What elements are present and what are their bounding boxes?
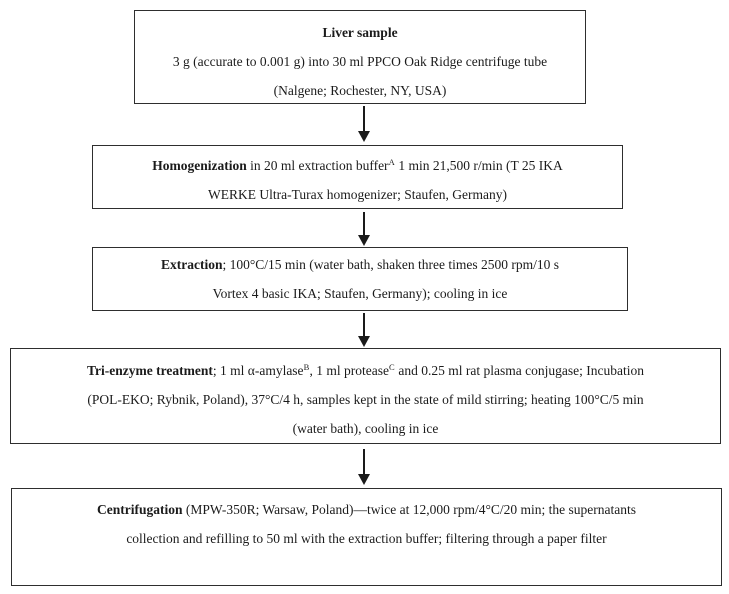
footnote-superscript: B [303,362,310,372]
step-detail-line: Vortex 4 basic IKA; Staufen, Germany); c… [93,279,627,308]
step-detail: ; 100°C/15 min (water bath, shaken three… [222,257,559,272]
step-detail: in 20 ml extraction buffer [246,158,389,173]
step-detail: collection and refilling to 50 ml with t… [126,531,607,546]
step-title: Tri-enzyme treatment [87,363,213,378]
step-detail-line: (POL-EKO; Rybnik, Poland), 37°C/4 h, sam… [11,385,720,414]
arrow-shaft [363,106,365,131]
step-detail: WERKE Ultra-Turax homogenizer; Staufen, … [207,187,508,202]
step-title: Extraction [161,257,223,272]
step-detail: (MPW-350R; Warsaw, Poland)—twice at 12,0… [182,502,636,517]
footnote-superscript: C [389,362,396,372]
step-detail-line: (water bath), cooling in ice [11,414,720,443]
down-arrow-connector [357,106,371,142]
arrow-head-icon [358,235,370,246]
step-detail: (water bath), cooling in ice [292,421,439,436]
flow-step-homogenization: Homogenization in 20 ml extraction buffe… [92,145,623,209]
step-detail-line: (Nalgene; Rochester, NY, USA) [135,76,585,105]
arrow-head-icon [358,131,370,142]
flow-step-liver-sample: Liver sample 3 g (accurate to 0.001 g) i… [134,10,586,104]
down-arrow-connector [357,449,371,485]
down-arrow-connector [357,313,371,347]
down-arrow-connector [357,212,371,246]
step-title: Homogenization [152,158,247,173]
arrow-shaft [363,212,365,235]
step-detail: Vortex 4 basic IKA; Staufen, Germany); c… [212,286,508,301]
step-title: Centrifugation [96,502,183,517]
step-title: Liver sample [322,25,398,40]
footnote-superscript: A [388,157,396,167]
step-title-line: Liver sample [135,18,585,47]
step-title-line: Extraction; 100°C/15 min (water bath, sh… [93,250,627,279]
step-title-line: Centrifugation (MPW-350R; Warsaw, Poland… [12,495,721,524]
step-detail-line: 3 g (accurate to 0.001 g) into 30 ml PPC… [135,47,585,76]
flow-step-centrifugation: Centrifugation (MPW-350R; Warsaw, Poland… [11,488,722,586]
step-detail: 3 g (accurate to 0.001 g) into 30 ml PPC… [172,54,548,69]
step-detail: (Nalgene; Rochester, NY, USA) [273,83,447,98]
step-detail: ; 1 ml α-amylase [212,363,304,378]
step-detail-line: collection and refilling to 50 ml with t… [12,524,721,553]
flow-step-extraction: Extraction; 100°C/15 min (water bath, sh… [92,247,628,311]
step-detail: and 0.25 ml rat plasma conjugase; Incuba… [395,363,644,378]
arrow-head-icon [358,474,370,485]
arrow-shaft [363,449,365,474]
flow-step-tri-enzyme-treatment: Tri-enzyme treatment; 1 ml α-amylaseB, 1… [10,348,721,444]
arrow-head-icon [358,336,370,347]
step-detail: 1 min 21,500 r/min (T 25 IKA [395,158,563,173]
step-detail-line: WERKE Ultra-Turax homogenizer; Staufen, … [93,180,622,209]
step-detail: (POL-EKO; Rybnik, Poland), 37°C/4 h, sam… [87,392,644,407]
step-detail: , 1 ml protease [309,363,390,378]
arrow-shaft [363,313,365,336]
step-title-line: Homogenization in 20 ml extraction buffe… [93,148,622,180]
step-title-line: Tri-enzyme treatment; 1 ml α-amylaseB, 1… [11,353,720,385]
